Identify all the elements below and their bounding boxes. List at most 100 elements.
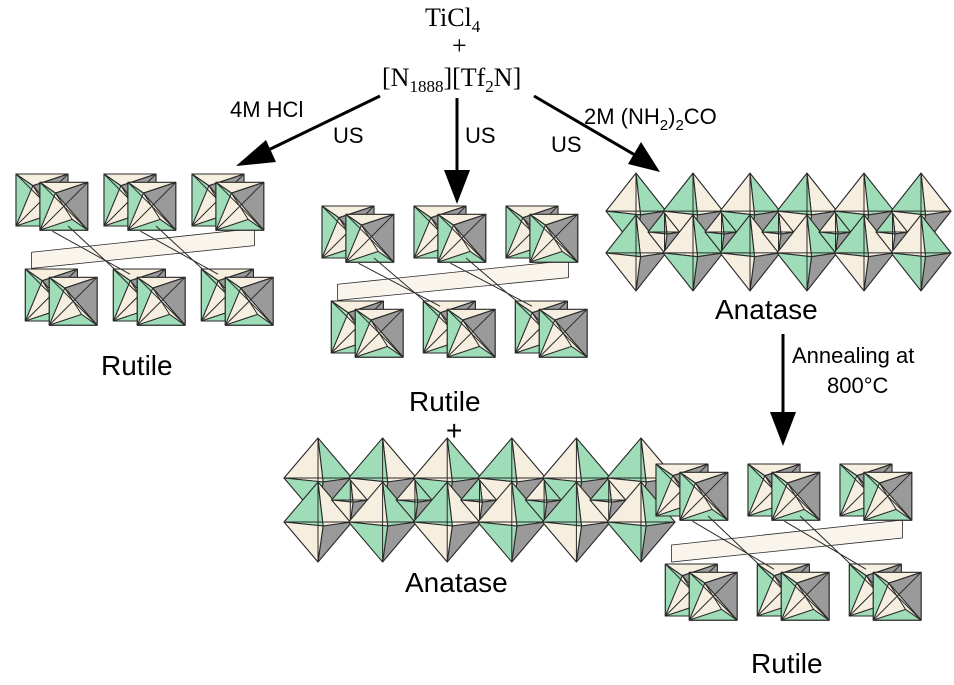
octahedron-face xyxy=(647,231,668,254)
octahedron-face xyxy=(215,218,265,231)
octahedron-face xyxy=(348,437,389,483)
octahedron-edge xyxy=(888,571,922,584)
octahedron-face xyxy=(460,499,483,523)
octahedron-face xyxy=(136,313,186,326)
route-right-condition: 2M (NH2)2CO xyxy=(584,104,717,134)
octahedron-face xyxy=(331,499,354,523)
octahedron-face xyxy=(224,313,274,326)
octahedron-face xyxy=(833,252,870,292)
octahedron-edge xyxy=(361,224,379,252)
octahedron-face xyxy=(662,252,699,292)
octahedron-edge xyxy=(231,192,249,220)
chain-edge xyxy=(784,520,867,570)
octahedron-edge xyxy=(55,181,88,194)
octahedron-edge xyxy=(348,300,384,314)
octahedron-edge xyxy=(764,463,801,477)
octahedron-face xyxy=(863,172,895,216)
octahedron-face xyxy=(524,499,548,523)
octahedron-edge xyxy=(462,319,480,347)
octahedron-edge xyxy=(839,463,858,477)
octahedron-edge xyxy=(130,268,166,282)
arrow-middle xyxy=(444,98,470,204)
octahedron-face xyxy=(875,231,896,254)
reagent-ionic-liquid: [N1888][Tf2N] xyxy=(382,63,521,96)
octahedron-edge xyxy=(849,563,867,577)
linkage-band xyxy=(337,260,569,301)
octahedron-edge xyxy=(774,563,810,577)
octahedron-face xyxy=(776,172,813,216)
octahedron-edge xyxy=(370,308,404,321)
octahedron-edge xyxy=(331,300,349,314)
anatase-structure-middle xyxy=(283,437,676,563)
octahedron-edge xyxy=(545,224,563,252)
octahedron-face xyxy=(872,608,922,621)
octahedron-face xyxy=(776,252,813,292)
octahedron-edge xyxy=(787,471,820,484)
octahedron-edge xyxy=(672,463,709,477)
octahedron-face xyxy=(529,250,579,263)
octahedron-edge xyxy=(796,571,830,584)
octahedron-face xyxy=(395,499,419,523)
octahedron-edge xyxy=(430,205,467,219)
route-right-method: US xyxy=(551,132,582,157)
octahedron-edge xyxy=(64,287,82,315)
octahedron-edge xyxy=(554,308,588,321)
octahedron-face xyxy=(818,231,839,254)
octahedron-face xyxy=(354,345,404,358)
chain-edge xyxy=(799,515,851,565)
octahedron-edge xyxy=(879,471,912,484)
octahedron-face xyxy=(605,252,642,292)
octahedron-face xyxy=(127,218,177,231)
octahedron-edge xyxy=(240,276,274,289)
route-middle-method: US xyxy=(465,123,496,148)
octahedron-face xyxy=(662,172,699,216)
octahedron-face xyxy=(863,508,913,521)
octahedron-edge xyxy=(354,308,372,321)
octahedron-edge xyxy=(39,181,56,194)
octahedron-face xyxy=(345,250,395,263)
octahedron-face xyxy=(749,172,781,216)
product-middle-bottom-label: Anatase xyxy=(405,567,508,598)
octahedron-edge xyxy=(655,463,674,477)
chain-edge xyxy=(707,515,759,565)
octahedron-edge xyxy=(872,571,890,584)
octahedron-edge xyxy=(338,205,375,219)
octahedron-face xyxy=(606,437,647,483)
octahedron-edge xyxy=(695,471,728,484)
octahedron-edge xyxy=(103,173,122,187)
linkage-band xyxy=(671,519,903,563)
octahedron-face xyxy=(679,508,729,521)
octahedron-face xyxy=(541,521,583,563)
octahedron-edge xyxy=(747,463,766,477)
product-middle-top-label: Rutile xyxy=(409,386,481,417)
octahedron-edge xyxy=(201,268,219,282)
octahedron-edge xyxy=(440,300,476,314)
octahedron-face xyxy=(890,252,927,292)
octahedron-edge xyxy=(361,213,394,226)
chain-edge xyxy=(52,230,131,275)
chain-edge xyxy=(450,262,533,307)
octahedron-face xyxy=(704,231,725,254)
octahedron-edge xyxy=(682,563,718,577)
octahedron-face xyxy=(48,313,98,326)
octahedron-face xyxy=(437,250,487,263)
arrow-left xyxy=(236,94,381,166)
octahedron-edge xyxy=(143,192,161,220)
octahedron-edge xyxy=(240,287,258,315)
octahedron-edge xyxy=(771,471,788,484)
octahedron-edge xyxy=(757,563,775,577)
octahedron-face xyxy=(446,345,496,358)
chain-edge xyxy=(692,520,775,570)
octahedron-face xyxy=(538,345,588,358)
octahedron-edge xyxy=(866,563,902,577)
octahedron-face xyxy=(688,608,738,621)
octahedron-edge xyxy=(64,276,98,289)
product-right-top-label: Anatase xyxy=(715,294,818,325)
octahedron-edge xyxy=(505,205,524,219)
reagent-ticl4: TiCl4 xyxy=(425,3,481,36)
chain-edge xyxy=(358,262,441,307)
octahedron-edge xyxy=(665,563,683,577)
octahedron-edge xyxy=(529,213,546,226)
rutile-structure-left xyxy=(15,173,274,326)
anatase-structure-right xyxy=(605,172,952,292)
